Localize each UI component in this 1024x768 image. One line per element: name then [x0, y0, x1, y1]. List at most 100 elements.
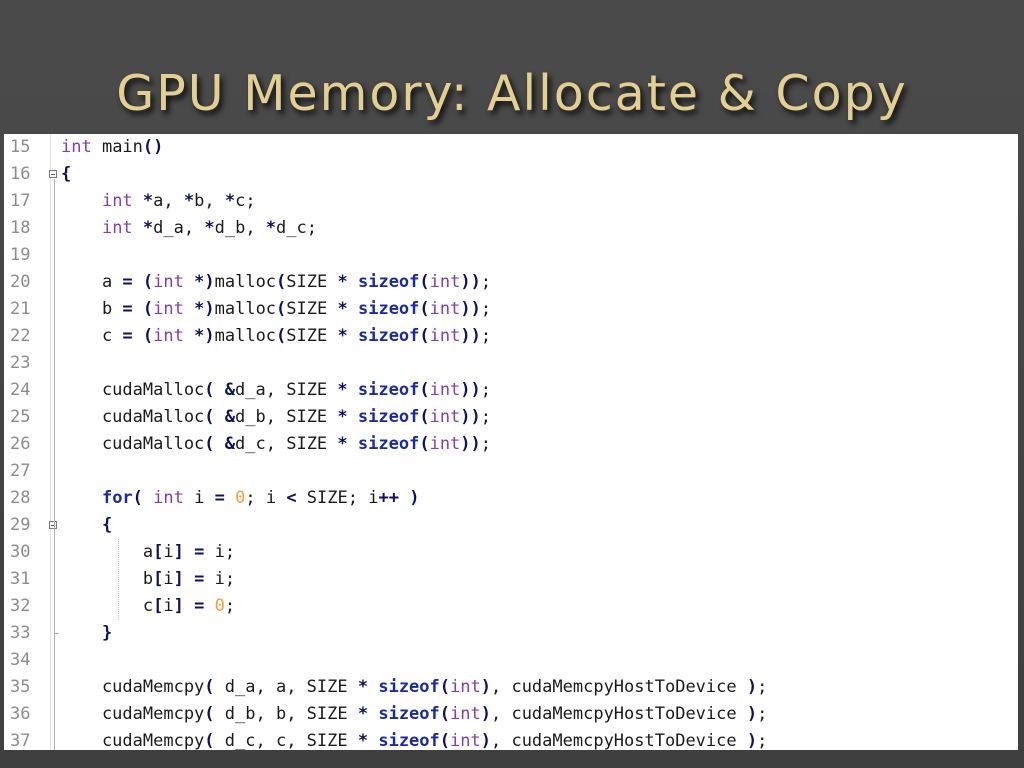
code-token [348, 407, 358, 427]
code-token [368, 677, 378, 697]
code-token: * [337, 299, 348, 319]
code-token: { [101, 515, 113, 535]
code-token: for [101, 488, 133, 508]
line-number: 19 [10, 245, 31, 265]
line-number: 36 [10, 704, 31, 724]
code-token [184, 326, 194, 346]
code-token: i [163, 569, 174, 589]
code-token: cudaMalloc [61, 407, 205, 427]
line-number: 33 [10, 623, 31, 643]
code-token: d_a, [153, 218, 205, 238]
code-token: ; [480, 326, 492, 346]
fold-end-marker [54, 633, 59, 634]
code-token: [ [153, 596, 164, 616]
code-token: i; [204, 542, 236, 562]
code-line: 28 for( int i = 0; i < SIZE; i++ ) [4, 485, 1018, 512]
code-token: ( [204, 407, 215, 427]
code-token: sizeof [357, 434, 420, 454]
code-token: ( [439, 677, 451, 697]
code-token [61, 623, 102, 643]
code-token: * [337, 272, 348, 292]
code-token [368, 731, 378, 750]
code-token: ; [480, 299, 492, 319]
line-number: 15 [10, 137, 31, 157]
code-token: ( [276, 272, 287, 292]
code-token: = [122, 299, 133, 319]
code-token: * [142, 218, 154, 238]
code-token: int [153, 488, 184, 508]
line-number: 37 [10, 731, 31, 750]
code-token [61, 218, 102, 238]
code-token: * [337, 326, 348, 346]
line-number: 22 [10, 326, 31, 346]
code-token: d_c; [276, 218, 317, 238]
code-token: 0 [214, 596, 225, 616]
code-line: 16{ [4, 161, 1018, 188]
code-token: d_b, [214, 218, 266, 238]
code-token: ( [276, 299, 287, 319]
code-token [215, 380, 225, 400]
code-token: sizeof [378, 704, 440, 724]
fold-toggle-icon[interactable] [49, 521, 57, 529]
code-token: int [101, 218, 133, 238]
line-number: 26 [10, 434, 31, 454]
code-text: b[i] = i; [61, 566, 235, 593]
code-token: ( [142, 272, 154, 292]
code-line: 34 [4, 647, 1018, 674]
code-token: ( [439, 731, 451, 750]
line-number: 35 [10, 677, 31, 697]
code-token: = [122, 326, 133, 346]
code-line: 24 cudaMalloc( &d_a, SIZE * sizeof(int))… [4, 377, 1018, 404]
code-token: a [61, 542, 154, 562]
code-token: ( [204, 677, 215, 697]
code-token: int [429, 380, 461, 400]
code-token: SIZE [286, 272, 338, 292]
code-token: )) [460, 380, 481, 400]
code-token: & [224, 380, 236, 400]
code-token [215, 434, 225, 454]
code-token: ; i [245, 488, 287, 508]
code-line: 18 int *d_a, *d_b, *d_c; [4, 215, 1018, 242]
code-token: [ [153, 542, 164, 562]
line-number-gutter [4, 134, 51, 750]
code-token: int [429, 326, 461, 346]
line-number: 23 [10, 353, 31, 373]
code-token: * [224, 191, 236, 211]
fold-toggle-icon[interactable] [49, 170, 57, 178]
code-token: cudaMalloc [61, 380, 205, 400]
code-line: 25 cudaMalloc( &d_b, SIZE * sizeof(int))… [4, 404, 1018, 431]
code-token: int [429, 434, 461, 454]
code-token: * [265, 218, 277, 238]
code-token: int [450, 704, 481, 724]
line-number: 20 [10, 272, 31, 292]
line-number: 32 [10, 596, 31, 616]
code-token: } [101, 623, 113, 643]
code-token: * [183, 191, 195, 211]
code-token: ( [419, 434, 430, 454]
code-line: 35 cudaMemcpy( d_a, a, SIZE * sizeof(int… [4, 674, 1018, 701]
code-token: )) [460, 434, 481, 454]
code-token: SIZE [286, 326, 338, 346]
code-token [368, 704, 378, 724]
code-token: = [122, 272, 133, 292]
line-number: 34 [10, 650, 31, 670]
code-token: ( [142, 326, 154, 346]
code-token [133, 272, 143, 292]
code-token: ) [409, 488, 420, 508]
code-token [348, 434, 358, 454]
code-token: *) [194, 299, 215, 319]
code-token: ) [746, 677, 758, 697]
code-token: ) [746, 704, 758, 724]
code-line: 19 [4, 242, 1018, 269]
code-token [215, 407, 225, 427]
code-line: 22 c = (int *)malloc(SIZE * sizeof(int))… [4, 323, 1018, 350]
code-token: , cudaMemcpyHostToDevice [490, 677, 747, 697]
code-token [184, 542, 194, 562]
code-token: d_a, a, SIZE [214, 677, 358, 697]
line-number: 24 [10, 380, 31, 400]
code-token: ( [419, 272, 430, 292]
code-token: int [450, 731, 481, 750]
code-token [61, 515, 102, 535]
code-token: sizeof [378, 731, 440, 750]
